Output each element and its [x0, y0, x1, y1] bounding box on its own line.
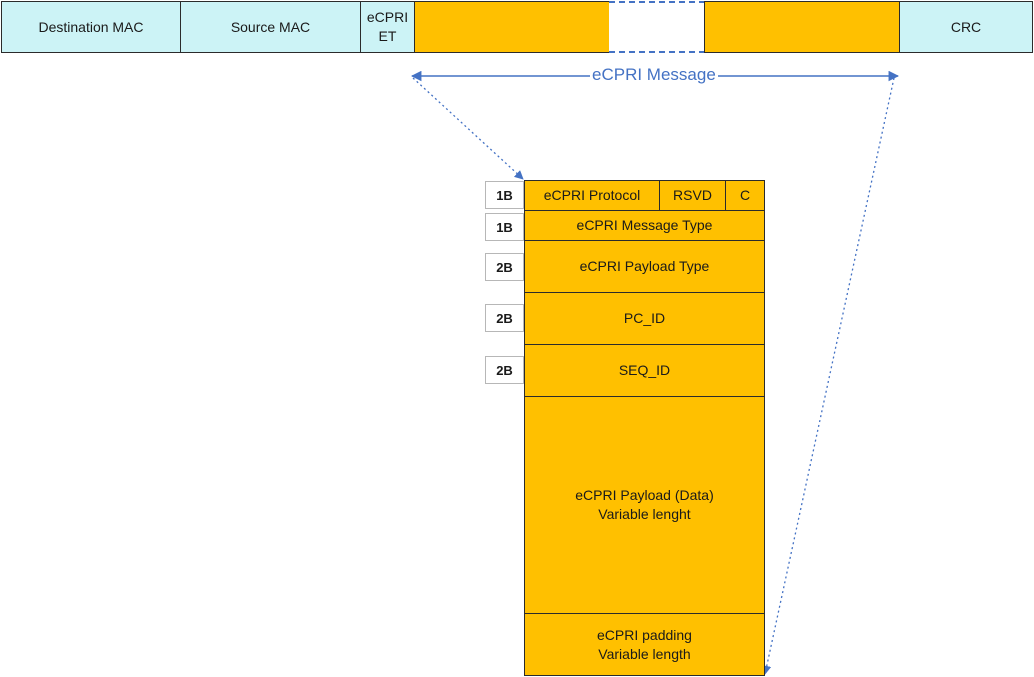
- size-badge-label: 1B: [496, 219, 513, 235]
- ecpri-message-segment-right: [704, 1, 900, 53]
- pc-id-field: PC_ID: [524, 292, 765, 345]
- ecpri-et-field: eCPRI ET: [360, 1, 415, 53]
- ecpri-payload-type-field: eCPRI Payload Type: [524, 240, 765, 293]
- ecpri-message-segment-left: [414, 1, 610, 53]
- pc-id-label: PC_ID: [623, 310, 666, 326]
- size-badge-label: 2B: [496, 310, 513, 326]
- c-bit-field: C: [725, 180, 765, 211]
- size-badge-label: 2B: [496, 259, 513, 275]
- size-badge-label: 1B: [496, 187, 513, 203]
- size-badge-message-type: 1B: [485, 213, 524, 241]
- ecpri-message-gap: [609, 1, 705, 53]
- source-mac-label: Source MAC: [230, 18, 311, 35]
- destination-mac-label: Destination MAC: [38, 18, 144, 35]
- ecpri-padding-field: eCPRI padding Variable length: [524, 613, 765, 676]
- rsvd-field: RSVD: [659, 180, 726, 211]
- c-bit-label: C: [739, 187, 751, 203]
- ecpri-padding-label: eCPRI padding Variable length: [597, 626, 692, 662]
- source-mac-field: Source MAC: [180, 1, 361, 53]
- ecpri-payload-label: eCPRI Payload (Data) Variable lenght: [575, 487, 714, 522]
- size-badge-pc-id: 2B: [485, 304, 524, 332]
- ecpri-protocol-field: eCPRI Protocol: [524, 180, 660, 211]
- ecpri-et-label: eCPRI ET: [366, 9, 409, 44]
- expand-left-dotted-arrow: [412, 77, 524, 180]
- seq-id-field: SEQ_ID: [524, 344, 765, 397]
- size-badge-label: 2B: [496, 362, 513, 378]
- ecpri-protocol-label: eCPRI Protocol: [543, 187, 641, 203]
- crc-field: CRC: [899, 1, 1033, 53]
- ecpri-payload-field: eCPRI Payload (Data) Variable lenght: [524, 396, 765, 614]
- ecpri-message-type-label: eCPRI Message Type: [576, 217, 713, 233]
- rsvd-label: RSVD: [673, 187, 712, 203]
- expand-right-dotted-arrow: [762, 77, 895, 675]
- ecpri-message-label: eCPRI Message: [590, 65, 718, 85]
- crc-label: CRC: [950, 18, 982, 35]
- ecpri-message-type-field: eCPRI Message Type: [524, 210, 765, 241]
- size-badge-protocol-row: 1B: [485, 181, 524, 209]
- size-badge-seq-id: 2B: [485, 356, 524, 384]
- seq-id-label: SEQ_ID: [618, 362, 671, 378]
- size-badge-payload-type: 2B: [485, 253, 524, 281]
- destination-mac-field: Destination MAC: [1, 1, 181, 53]
- ecpri-payload-type-label: eCPRI Payload Type: [579, 258, 710, 274]
